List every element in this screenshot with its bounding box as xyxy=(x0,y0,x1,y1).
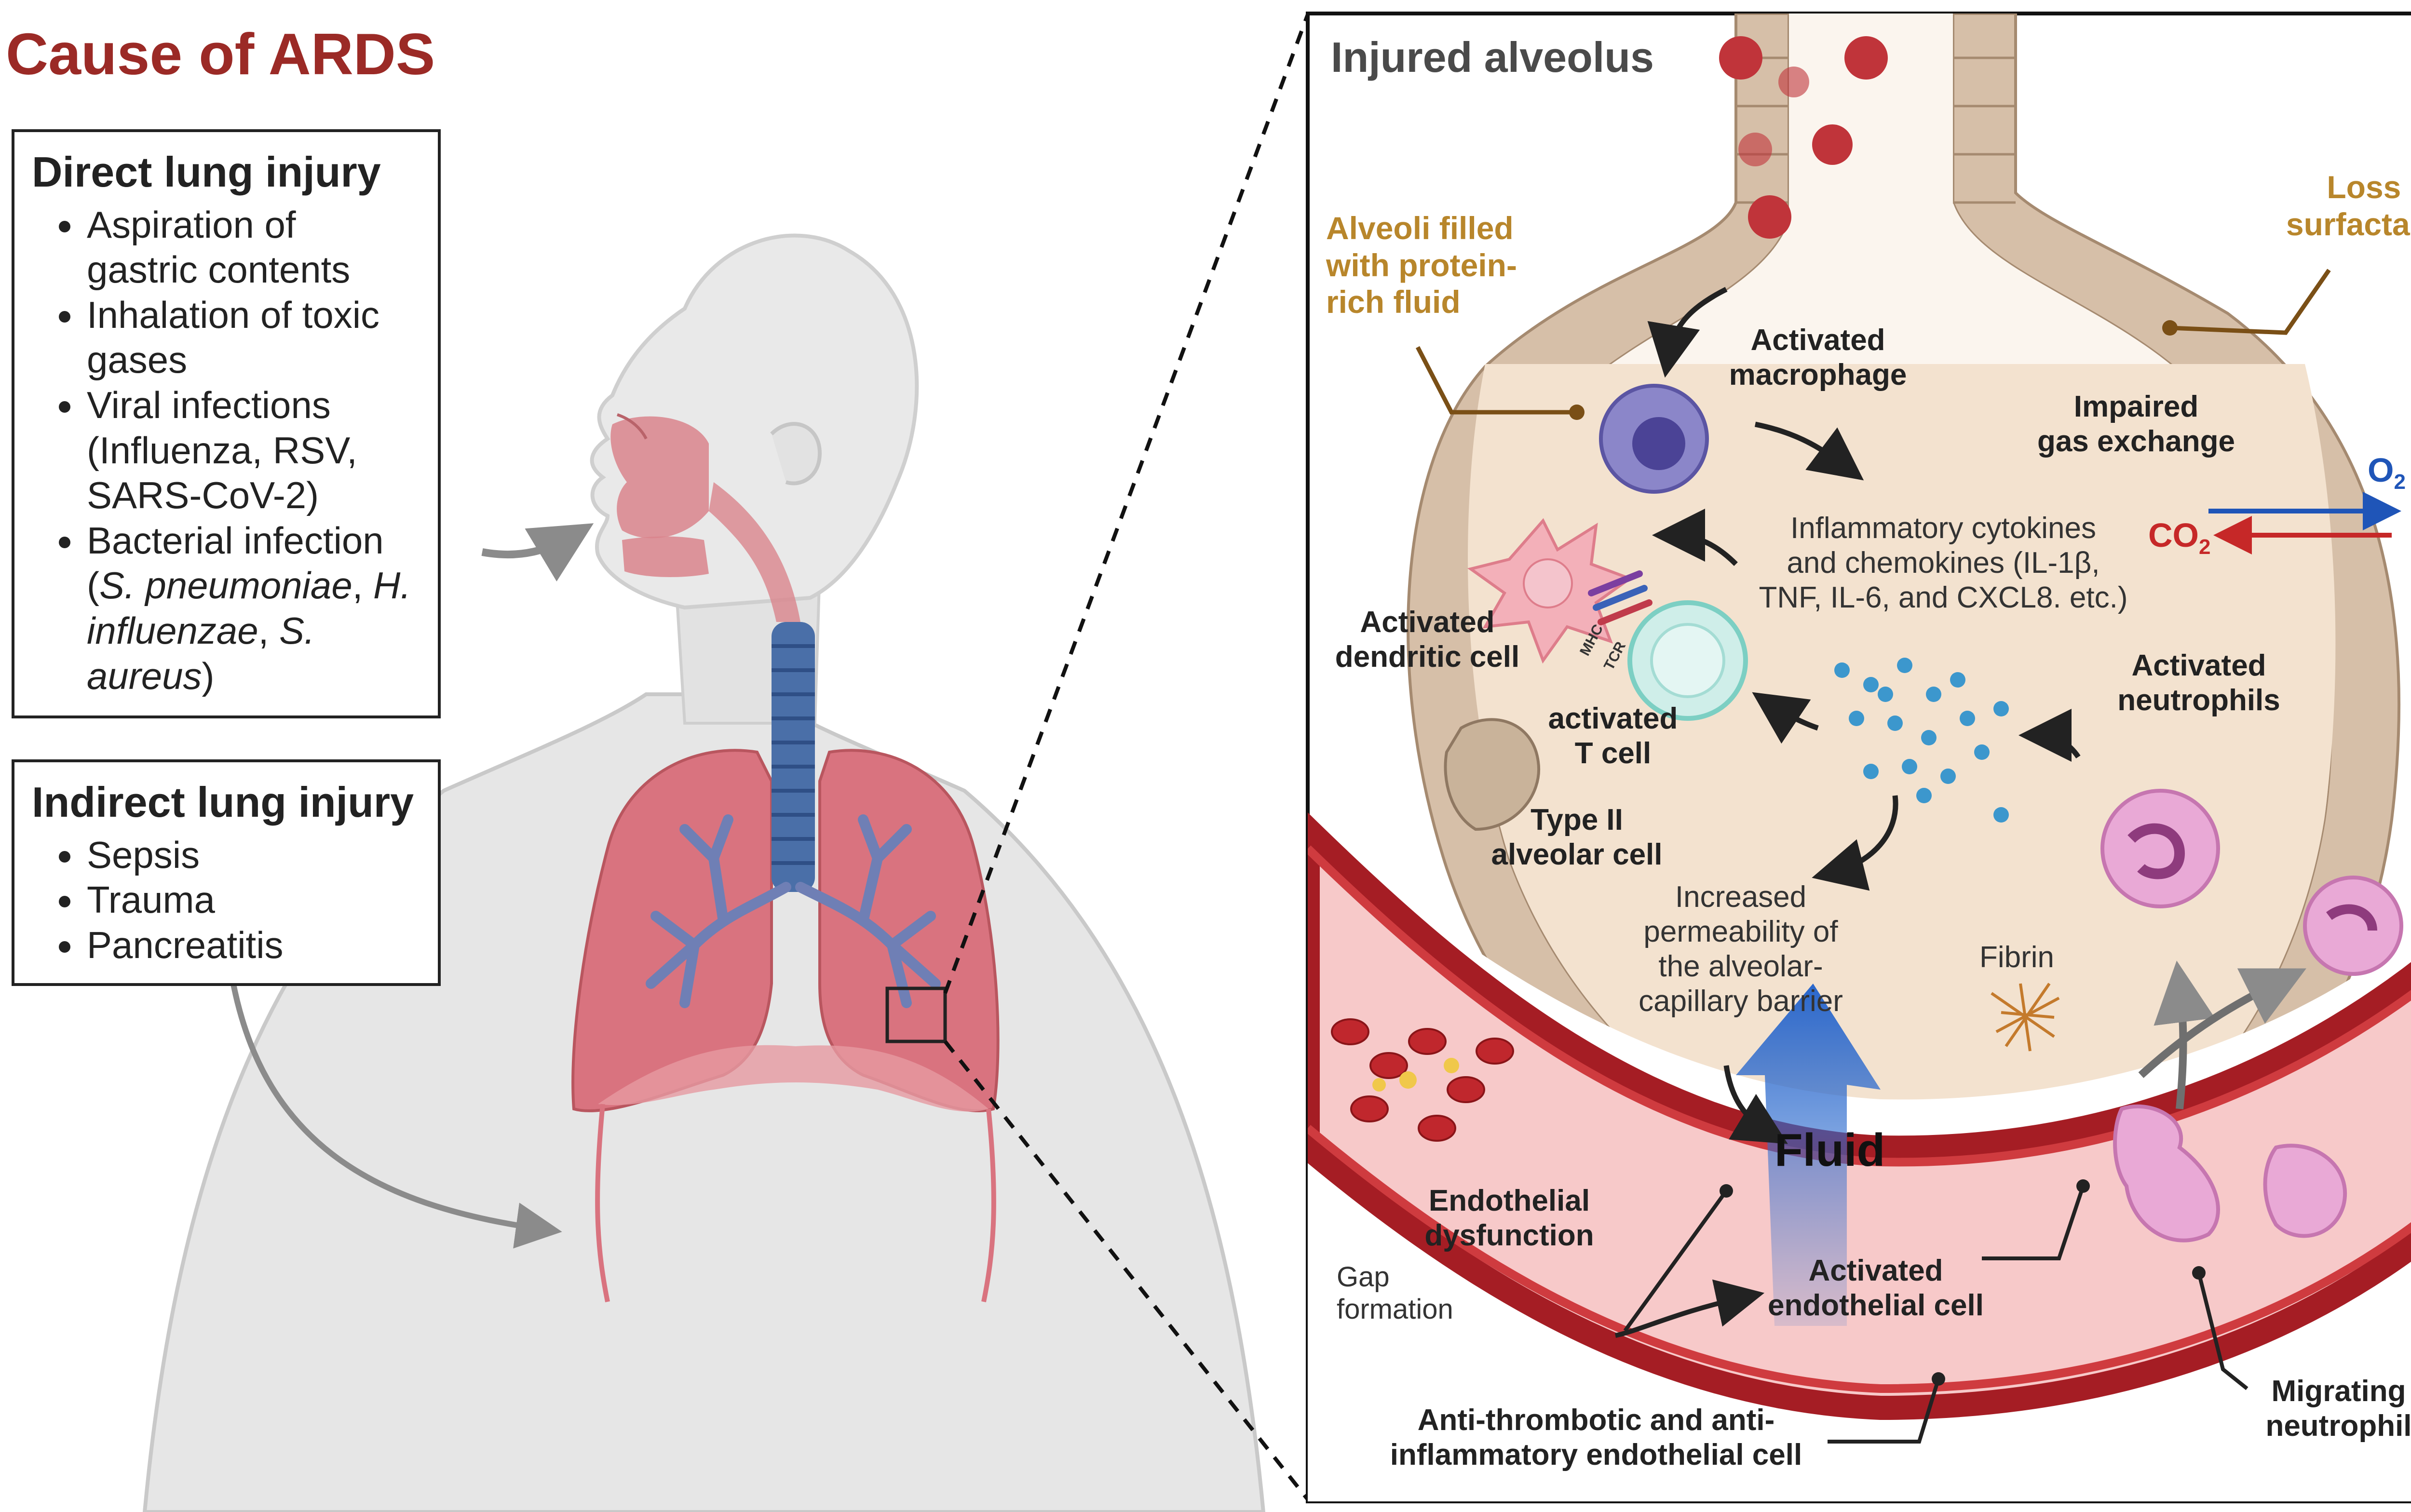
fluid-arrow xyxy=(1736,984,1881,1326)
zoom-line-top xyxy=(943,14,1310,994)
systemic-arrow xyxy=(229,973,562,1249)
fibrin-mesh xyxy=(1991,983,2060,1052)
zoom-line-bottom xyxy=(943,1040,1310,1501)
inhalation-arrow xyxy=(481,523,594,582)
type2-alveolar-cell xyxy=(1444,718,1541,831)
activated-neutrophil xyxy=(2100,789,2220,908)
migrating-neutrophil xyxy=(2113,1104,2220,1242)
cytokine-cluster xyxy=(1834,658,2009,823)
human-torso-figure xyxy=(142,233,1266,1512)
